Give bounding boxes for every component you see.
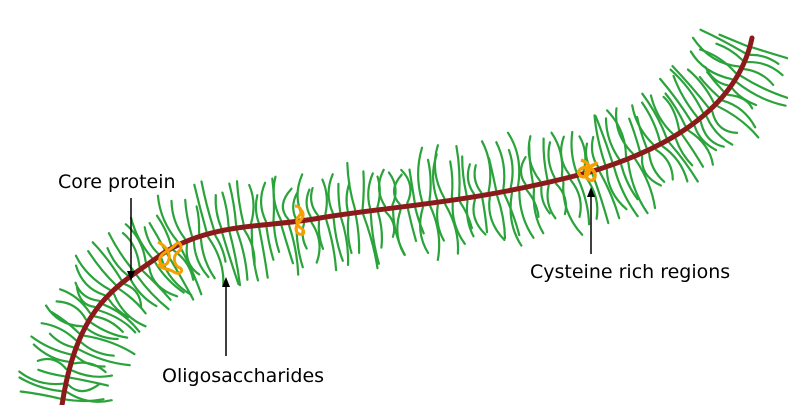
cysteine-rich-regions-label: Cysteine rich regions (530, 261, 730, 283)
oligosaccharide-chain (259, 228, 268, 277)
oligosaccharide-chain (180, 247, 201, 294)
oligosaccharide-chain (642, 94, 666, 138)
oligosaccharide-chain (435, 145, 445, 198)
oligosaccharide-chain (580, 136, 586, 170)
oligosaccharide-chain (311, 188, 318, 215)
oligosaccharide-chain (249, 185, 253, 223)
oligosaccharide-chain (663, 146, 688, 181)
oligosaccharide-chain (19, 372, 63, 384)
oligosaccharide-chain (69, 384, 100, 391)
oligosaccharide-chain (462, 157, 466, 196)
oligosaccharide-chain (548, 142, 554, 178)
oligosaccharide-chain (453, 203, 465, 244)
oligosaccharide-chain (60, 289, 90, 313)
oligosaccharide-chain (303, 224, 307, 249)
oligosaccharide-chain (108, 248, 128, 275)
oligosaccharide-chain (368, 173, 373, 207)
oligosaccharide-chains (19, 30, 788, 402)
oligosaccharide-chain (595, 115, 606, 164)
oligosaccharide-chain (329, 174, 333, 213)
oligosaccharide-chain (544, 139, 548, 180)
oligosaccharide-chain (261, 183, 266, 222)
oligosaccharide-chain (237, 181, 244, 224)
oligosaccharide-chain (482, 141, 490, 191)
oligosaccharide-chain (397, 210, 404, 254)
oligosaccharide-chain (256, 195, 259, 222)
oligosaccharide-chain (216, 195, 222, 228)
oligosaccharide-chain (521, 157, 526, 184)
oligosaccharide-chain (428, 160, 431, 201)
oligosaccharide-chain (571, 180, 581, 217)
oligosaccharide-chain (70, 378, 108, 386)
oligosaccharide-chain (475, 165, 482, 192)
oligosaccharide-chain (563, 182, 582, 235)
oligosaccharide-chain (527, 190, 539, 217)
oligosaccharide-chain (496, 142, 504, 188)
cysteine-knot-3 (579, 160, 597, 180)
oligosaccharide-chain (229, 184, 236, 226)
oligosaccharide-chain (482, 199, 487, 233)
oligosaccharide-chain (322, 180, 326, 215)
oligosaccharide-chain (172, 201, 185, 239)
oligosaccharide-chain (509, 150, 513, 187)
oligosaccharide-chain (600, 172, 619, 218)
oligosaccharide-chain (744, 69, 773, 85)
oligosaccharide-chain (356, 216, 359, 253)
oligosaccharide-chain (307, 190, 311, 217)
oligosaccharide-chain (185, 200, 192, 236)
oligosaccharide-chain (274, 227, 279, 252)
oligosaccharide-chain (450, 161, 452, 197)
oligosaccharide-chain (716, 44, 742, 60)
oligosaccharide-chain (21, 392, 60, 399)
oligosaccharide-chain (741, 76, 788, 99)
oligosaccharide-chain (363, 171, 364, 208)
oligosaccharide-chain (418, 148, 422, 202)
oligosaccharide-chain (420, 207, 428, 253)
oligosaccharide-chain (267, 228, 274, 260)
oligosaccharide-chain (456, 146, 459, 196)
oligosaccharide-chain (572, 132, 577, 172)
oligosaccharide-chain (408, 209, 416, 241)
oligosaccharide-chain (649, 153, 664, 182)
oligosaccharide-chain (338, 184, 340, 212)
oligosaccharide-chain (378, 213, 382, 248)
oligosaccharide-chain (197, 206, 200, 233)
oligosaccharide-chain (222, 193, 228, 227)
oligosaccharide-chain (468, 164, 474, 194)
oligosaccharide-chain (394, 175, 402, 205)
oligosaccharide-chain (38, 370, 64, 377)
oligosaccharides-label: Oligosaccharides (162, 365, 324, 387)
oligosaccharide-chain (283, 189, 292, 220)
core-protein-label: Core protein (58, 171, 176, 193)
oligosaccharide-chain (508, 133, 519, 186)
